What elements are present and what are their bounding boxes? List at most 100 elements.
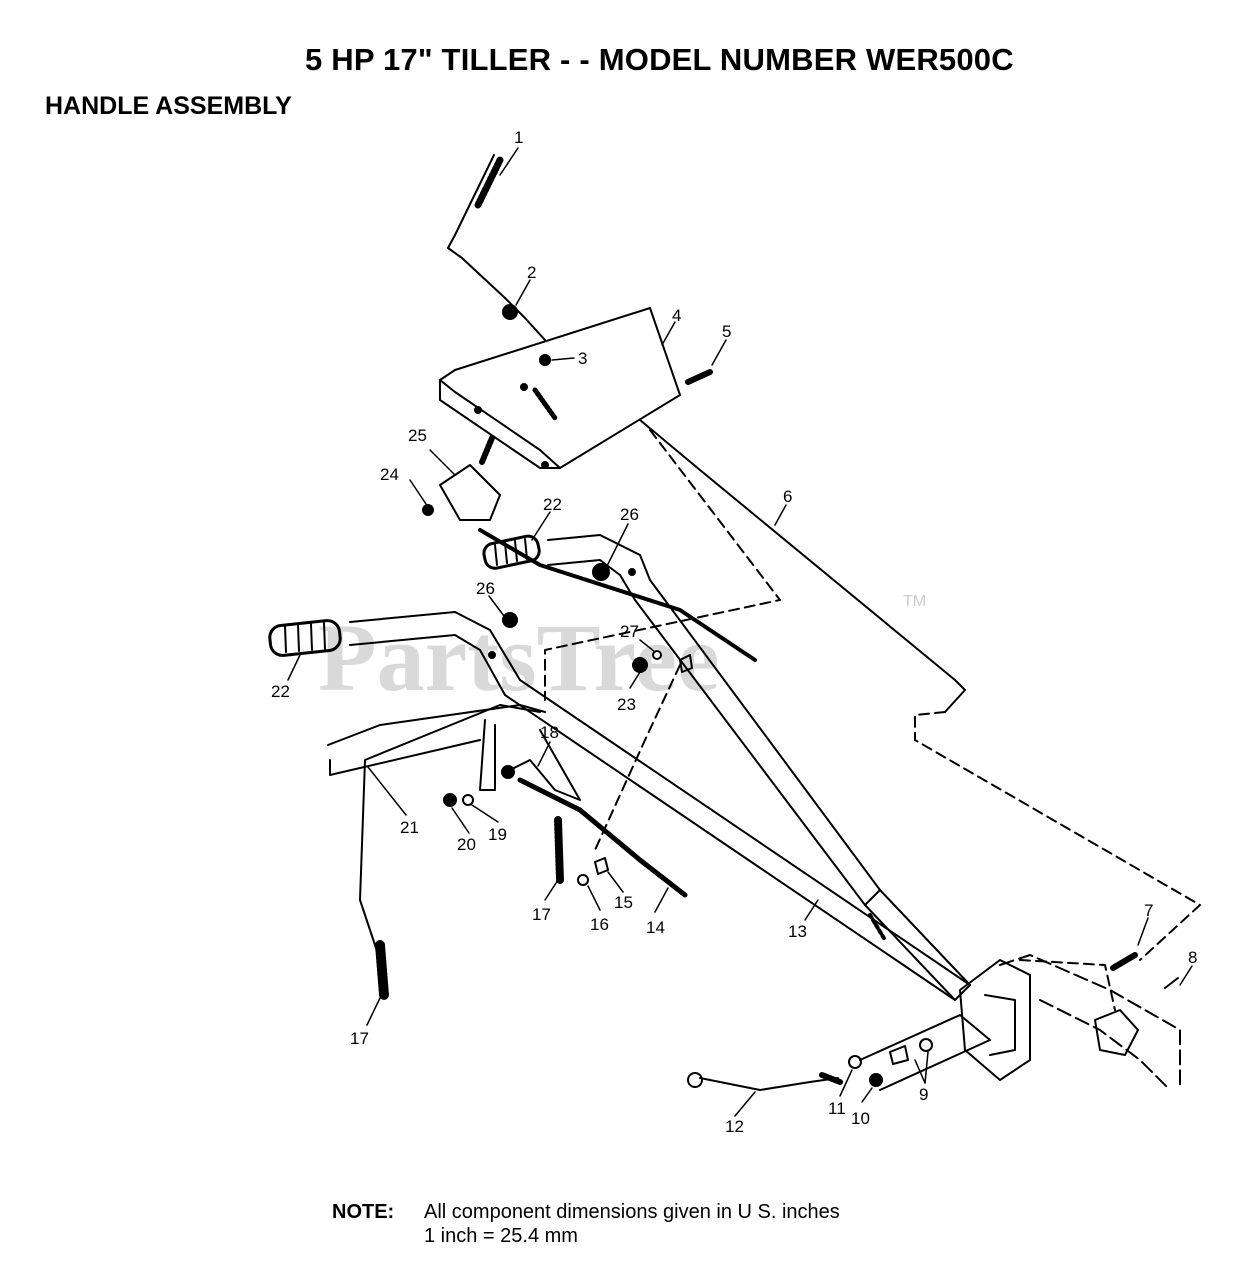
throttle-bracket (439, 464, 501, 521)
tiller-body (999, 954, 1181, 1091)
depth-bar-bracket (327, 704, 546, 776)
mount-bracket-inner (984, 994, 1016, 1056)
depth-bar-rod-21 (359, 704, 541, 961)
dashed-line (914, 711, 1201, 961)
page-title: 5 HP 17" TILLER - - MODEL NUMBER WER500C (305, 42, 1014, 77)
hole (488, 651, 496, 659)
console-screw-3 (539, 354, 551, 366)
spring-17-upper (554, 816, 564, 884)
handlebar-upper (547, 534, 881, 906)
shift-rod-spring (474, 156, 504, 209)
note-line-2: 1 inch = 25.4 mm (424, 1225, 578, 1247)
callout-4: 4 (672, 306, 681, 325)
tiller-body-mount (1094, 1009, 1139, 1056)
nut-18 (501, 765, 515, 779)
leader-lines (287, 147, 1193, 1117)
note-label: NOTE: (332, 1201, 395, 1223)
grip-lower (268, 619, 342, 657)
callout-13: 13 (788, 922, 807, 941)
nut-10 (869, 1073, 883, 1087)
throttle-cable (478, 528, 757, 662)
callout-25: 25 (408, 426, 427, 445)
dashed-line (544, 429, 781, 701)
section-title: HANDLE ASSEMBLY (45, 92, 292, 120)
dashed-line (1019, 959, 1116, 1011)
callout-22-upper: 22 (543, 495, 562, 514)
watermark-tm: TM (903, 593, 926, 610)
grip-upper-ribs (494, 538, 528, 566)
callout-17-lower: 17 (350, 1029, 369, 1048)
lever-12 (699, 1077, 839, 1091)
callout-27: 27 (620, 622, 639, 641)
callout-10: 10 (851, 1109, 870, 1128)
rod-fitting (502, 304, 518, 320)
grip-upper (482, 534, 541, 570)
mount-plate (859, 1014, 991, 1091)
console-slot (532, 387, 558, 421)
clip-15 (594, 857, 609, 875)
callout-14: 14 (646, 918, 665, 937)
nut-26-lower (502, 612, 518, 628)
washer-19 (462, 794, 474, 806)
callout-12: 12 (725, 1117, 744, 1136)
handle-base-shade (868, 913, 887, 942)
callout-18: 18 (540, 723, 559, 742)
callout-26-upper: 26 (620, 505, 639, 524)
spring-17-lower (375, 940, 389, 1000)
note-line-1: All component dimensions given in U S. i… (424, 1201, 840, 1223)
bolt-7 (1110, 952, 1138, 971)
shift-rod (447, 154, 546, 341)
callout-22-lower: 22 (271, 682, 290, 701)
long-shift-rod (639, 419, 966, 713)
callout-16: 16 (590, 915, 609, 934)
handlebar-main (349, 611, 971, 1001)
lever-18 (509, 729, 581, 801)
bolt-16 (577, 874, 589, 886)
callout-17-upper: 17 (532, 905, 551, 924)
nut-24 (422, 504, 434, 516)
clutch-cable-14 (517, 777, 688, 898)
callout-23: 23 (617, 695, 636, 714)
screw-5 (685, 369, 713, 385)
mount-bracket (959, 959, 1031, 1081)
bushing-9 (889, 1045, 909, 1065)
callout-20: 20 (457, 835, 476, 854)
console-dot (520, 383, 528, 391)
depth-bar-rod-inner (479, 719, 496, 791)
handle-base-13 (864, 889, 971, 1001)
console-hole (474, 406, 482, 414)
callout-11: 11 (828, 1099, 846, 1118)
callout-7: 7 (1144, 901, 1153, 920)
callout-24: 24 (380, 465, 399, 484)
callout-8: 8 (1188, 948, 1197, 967)
callout-19: 19 (488, 825, 507, 844)
console-panel-edge (439, 379, 561, 469)
dashed-line (594, 664, 681, 851)
dimension-note: NOTE: All component dimensions given in U… (332, 1200, 840, 1248)
hole (628, 568, 636, 576)
console-hole (541, 461, 549, 469)
callout-2: 2 (527, 263, 536, 282)
bushing-9b (919, 1038, 933, 1052)
washer-27 (652, 650, 662, 660)
pin-8 (1164, 977, 1179, 989)
lever-12-knob (687, 1072, 703, 1088)
callout-9: 9 (919, 1085, 928, 1104)
callout-labels: 1 2 3 4 5 6 7 8 9 10 11 12 13 14 15 16 1… (271, 128, 1197, 1136)
nut-23 (632, 657, 648, 673)
callout-1: 1 (514, 128, 523, 147)
throttle-spring (479, 435, 495, 465)
grip-lower-ribs (284, 622, 326, 653)
washer-11 (848, 1055, 862, 1069)
nut-20 (443, 793, 457, 807)
lever-12-tip (819, 1072, 843, 1085)
callout-6: 6 (783, 487, 792, 506)
clip (679, 654, 693, 673)
callout-21: 21 (400, 818, 419, 837)
nut-26-upper (592, 563, 610, 581)
callout-3: 3 (578, 349, 587, 368)
callout-15: 15 (614, 893, 633, 912)
callout-5: 5 (722, 322, 731, 341)
callout-26-lower: 26 (476, 579, 495, 598)
